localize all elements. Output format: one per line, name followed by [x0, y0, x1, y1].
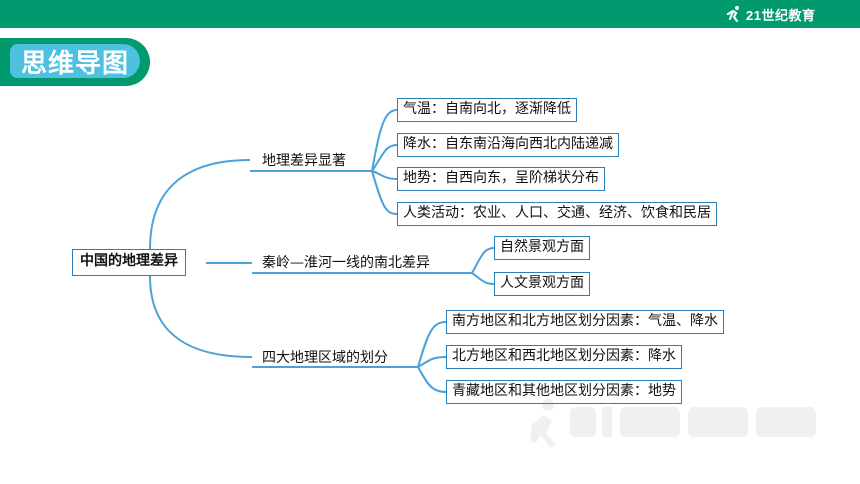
connector-b1-c1	[371, 109, 398, 172]
runner-logo-icon	[726, 6, 739, 23]
top-header-bar: 21世纪教育	[0, 0, 860, 28]
brand-logo: 21世纪教育	[725, 3, 815, 25]
leaf-node-human-activity: 人类活动：农业、人口、交通、经济、饮食和民居	[397, 202, 717, 226]
leaf-node-qinghai-tibet-division: 青藏地区和其他地区划分因素：地势	[446, 380, 682, 404]
leaf-node-temperature: 气温：自南向北，逐渐降低	[397, 98, 577, 122]
leaf-node-precipitation: 降水：自东南沿海向西北内陆递减	[397, 133, 619, 157]
leaf-node-cultural-landscape: 人文景观方面	[494, 272, 590, 296]
connector-b2-c1	[471, 247, 495, 274]
branch-label-qinling-huaihe: 秦岭—淮河一线的南北差异	[262, 255, 430, 271]
mindmap-root-node: 中国的地理差异	[72, 249, 186, 276]
connector-b3-c1	[417, 321, 447, 368]
connector-b2-c2	[471, 272, 495, 285]
page-title: 思维导图	[20, 48, 129, 79]
leaf-node-terrain: 地势：自西向东，呈阶梯状分布	[397, 167, 605, 191]
title-tab: 思维导图	[0, 38, 150, 86]
leaf-node-south-north-division: 南方地区和北方地区划分因素：气温、降水	[446, 310, 724, 334]
title-badge: 思维导图	[10, 44, 140, 79]
connector-root-branch-1	[149, 159, 251, 250]
connector-b1-c4	[371, 170, 398, 215]
connector-b3-c3	[417, 366, 447, 393]
branch-label-four-regions: 四大地理区域的划分	[262, 350, 388, 366]
connector-b1-c3	[371, 170, 398, 180]
connector-root-branch-3	[149, 275, 253, 358]
brand-logo-text: 21世纪教育	[746, 7, 816, 23]
watermark-logo-icon	[530, 399, 816, 447]
leaf-node-north-northwest-division: 北方地区和西北地区划分因素：降水	[446, 345, 682, 369]
connector-b3-c2	[417, 356, 447, 368]
leaf-node-natural-landscape: 自然景观方面	[494, 236, 590, 260]
branch-label-geography-differences: 地理差异显著	[262, 153, 346, 169]
connector-b1-c2	[371, 144, 398, 172]
